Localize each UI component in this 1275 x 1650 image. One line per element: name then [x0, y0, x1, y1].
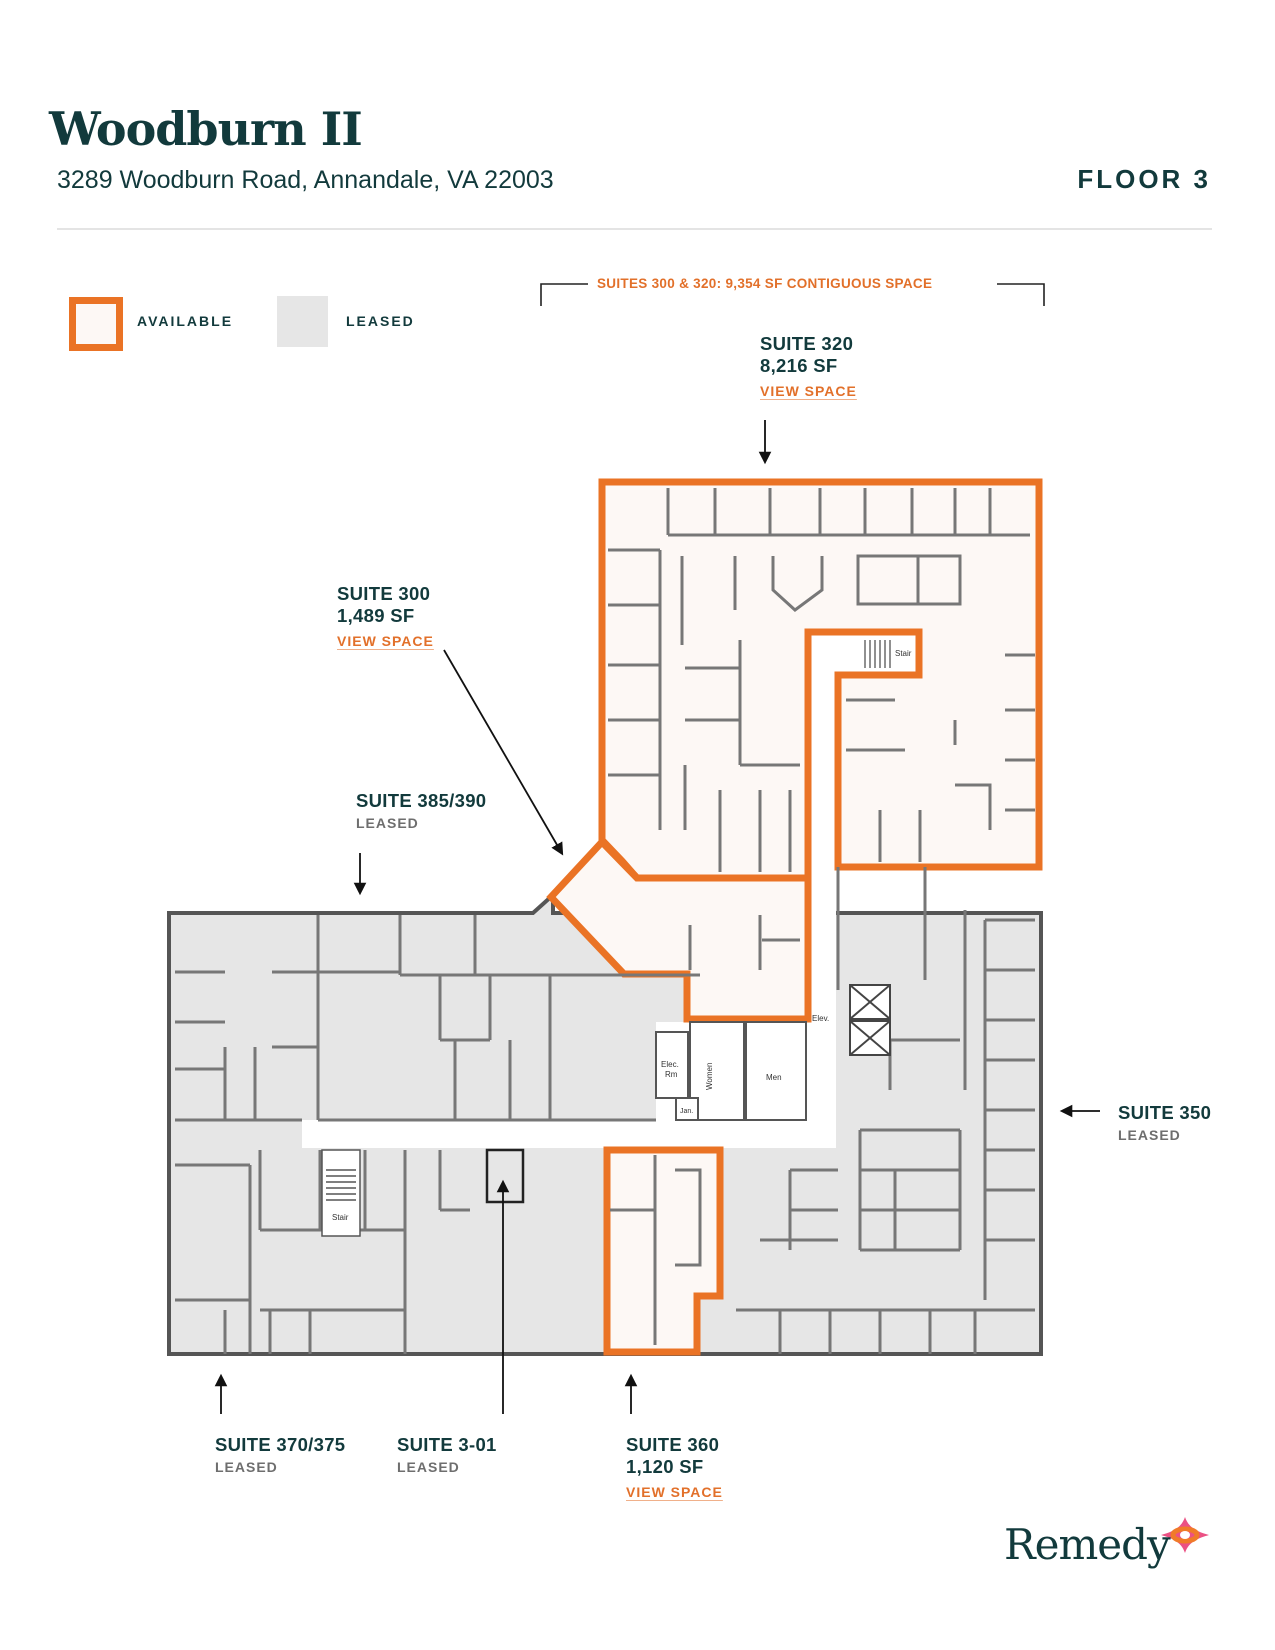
- remedy-logo-text: Remedy: [1004, 1520, 1171, 1569]
- suite-350-callout: SUITE 350 LEASED: [1118, 1102, 1211, 1143]
- suite-370-name: SUITE 370/375: [215, 1434, 346, 1455]
- suite-385-status: LEASED: [356, 815, 419, 831]
- elevator-label: Elev.: [812, 1014, 829, 1023]
- suite-320-callout: SUITE 320 8,216 SF VIEW SPACE: [760, 333, 857, 399]
- legend-leased-swatch: [277, 296, 328, 347]
- suite-370-status: LEASED: [215, 1459, 278, 1475]
- suite-320-name: SUITE 320: [760, 333, 854, 354]
- suite-3-01-name: SUITE 3-01: [397, 1434, 497, 1455]
- suite-3-01-status: LEASED: [397, 1459, 460, 1475]
- suite-300-name: SUITE 300: [337, 583, 431, 604]
- contiguous-space-label: SUITES 300 & 320: 9,354 SF CONTIGUOUS SP…: [597, 276, 933, 291]
- suite-360-size: 1,120 SF: [626, 1456, 704, 1477]
- restroom-core: [655, 1021, 807, 1121]
- suite-385-callout: SUITE 385/390 LEASED: [356, 790, 486, 831]
- contiguous-bracket: [540, 283, 1045, 306]
- suite-320-size: 8,216 SF: [760, 355, 838, 376]
- floor-label: FLOOR 3: [1077, 164, 1211, 194]
- elevator-core: [849, 984, 891, 1056]
- suite-300-callout: SUITE 300 1,489 SF VIEW SPACE: [337, 583, 434, 649]
- elec-room-label-2: Rm: [665, 1070, 678, 1079]
- building-address: 3289 Woodburn Road, Annandale, VA 22003: [57, 166, 554, 194]
- stair-west: [321, 1149, 361, 1237]
- suite-360-callout: SUITE 360 1,120 SF VIEW SPACE: [626, 1434, 723, 1500]
- suite-350-status: LEASED: [1118, 1127, 1181, 1143]
- suite-350-name: SUITE 350: [1118, 1102, 1212, 1123]
- women-label: Women: [705, 1063, 714, 1090]
- legend-leased-label: LEASED: [346, 313, 415, 329]
- men-label: Men: [766, 1073, 782, 1082]
- suite-385-name: SUITE 385/390: [356, 790, 487, 811]
- legend-available-label: AVAILABLE: [137, 313, 234, 329]
- pointer-arrows: [214, 420, 1100, 1414]
- building-title: Woodburn II: [49, 102, 363, 156]
- stair-label-west: Stair: [332, 1213, 349, 1222]
- elec-room-label: Elec.: [661, 1060, 679, 1069]
- janitor-label: Jan.: [680, 1108, 693, 1115]
- header-divider: [57, 228, 1212, 230]
- arrow-suite-300: [443, 649, 564, 856]
- suite-300-view-space-link[interactable]: VIEW SPACE: [337, 633, 434, 649]
- suite-360-name: SUITE 360: [626, 1434, 720, 1455]
- remedy-logo-mark: [1161, 1517, 1209, 1553]
- suite-320-view-space-link[interactable]: VIEW SPACE: [760, 383, 857, 399]
- suite-3-01-callout: SUITE 3-01 LEASED: [397, 1434, 497, 1475]
- interior-walls: [175, 488, 1035, 1354]
- suite-360-view-space-link[interactable]: VIEW SPACE: [626, 1484, 723, 1500]
- legend-available-swatch: [69, 297, 123, 351]
- suite-370-callout: SUITE 370/375 LEASED: [215, 1434, 345, 1475]
- suite-300-area: [546, 836, 812, 1023]
- suite-3-01-area: [485, 1148, 525, 1204]
- stair-label-320: Stair: [895, 649, 912, 658]
- suite-360-area: [603, 1146, 724, 1356]
- suite-300-size: 1,489 SF: [337, 605, 415, 626]
